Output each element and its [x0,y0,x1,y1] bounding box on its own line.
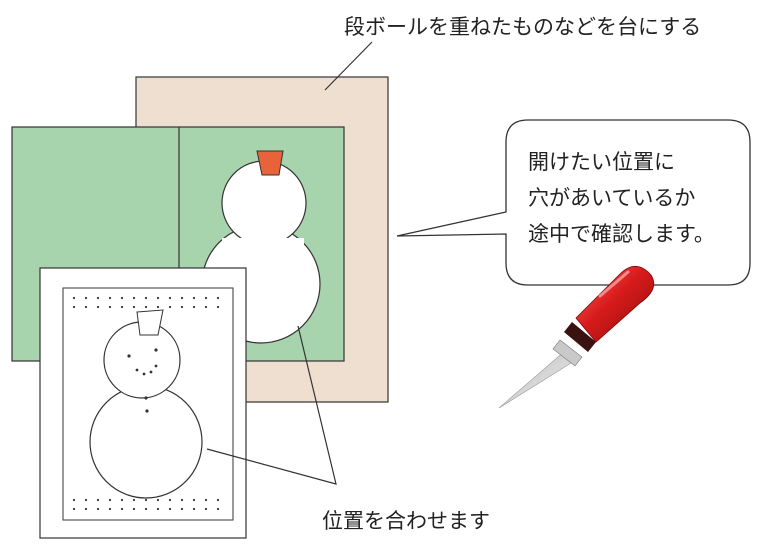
template-dot [156,498,160,502]
base-label: 段ボールを重ねたものなどを台にする [344,15,701,39]
template-dot [204,305,208,309]
template-dot [156,507,160,511]
template-inner-frame [62,287,234,521]
template-dot [96,305,100,309]
awl-icon [498,265,655,409]
template-dot [192,296,196,300]
template-dot-rows [72,296,220,511]
template-dot [120,296,124,300]
template-dot [216,296,220,300]
check-line-1: 開けたい位置に [528,150,675,174]
template-dot [204,507,208,511]
speech-bubble [396,119,751,286]
awl-ferrule [552,339,583,367]
template-dot [144,507,148,511]
template-dot [168,296,172,300]
template-dot [108,305,112,309]
template-snowman-hat [136,309,164,336]
template-dot [108,498,112,502]
template-dot [180,507,184,511]
template-dot [156,296,160,300]
template-dot [120,305,124,309]
template-dot [216,305,220,309]
align-leader-line [206,325,337,485]
template-snowman-dots [127,348,158,413]
template-dot [144,498,148,502]
template-dot [108,507,112,511]
template-snowman [89,309,203,499]
template-dot [96,296,100,300]
template-dot [192,507,196,511]
template-dot [72,296,76,300]
awl-band [564,322,596,352]
template-dot [192,305,196,309]
template-dot [168,305,172,309]
template-dot [216,498,220,502]
template-dot [168,507,172,511]
template-dot [180,498,184,502]
template-dot [132,305,136,309]
template-dot [204,498,208,502]
awl-needle [498,349,577,409]
template-dot [144,296,148,300]
snowman-hat [256,150,284,176]
awl-handle [575,265,655,343]
template-dot [216,507,220,511]
check-line-2: 穴があいているか [528,186,695,210]
template-dot [72,305,76,309]
template-dot [96,498,100,502]
align-label: 位置を合わせます [322,509,490,533]
template-dot [168,498,172,502]
template-dot [120,507,124,511]
template-dot [132,498,136,502]
template-dot [108,296,112,300]
template-dot [84,498,88,502]
template-dot [156,305,160,309]
template-dot [180,296,184,300]
check-line-3: 途中で確認します。 [528,222,715,246]
template-dot [180,305,184,309]
template-dot [84,296,88,300]
template-dot [144,305,148,309]
template-dot [204,296,208,300]
template-dot [192,498,196,502]
template-dot [132,507,136,511]
template-dot [72,507,76,511]
template-dot [120,498,124,502]
template-dot [132,296,136,300]
base-leader-line [324,41,373,91]
template-dot [96,507,100,511]
template-dot [72,498,76,502]
template-dot [84,305,88,309]
template-dot [84,507,88,511]
